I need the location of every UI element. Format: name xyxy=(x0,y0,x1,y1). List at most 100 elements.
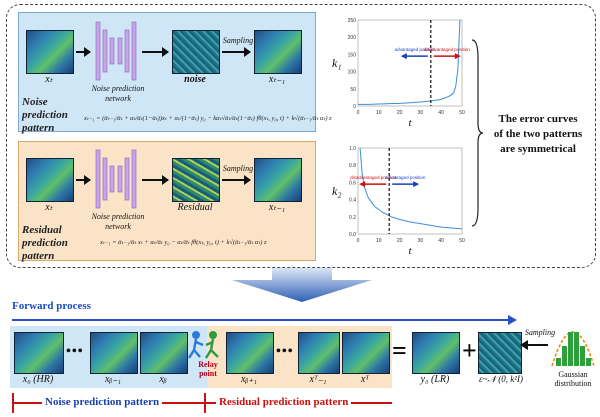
xt-image-noise xyxy=(26,30,74,74)
xt1-image-resid xyxy=(254,158,302,202)
x-tick-label: 0 xyxy=(357,110,360,116)
brace-icon xyxy=(471,39,484,227)
relay-line-1: Relay xyxy=(198,360,218,369)
x-tick-label: 40 xyxy=(438,238,444,244)
symmetry-text: The error curves of the two patterns are… xyxy=(484,112,592,157)
symmetry-line-1: The error curves xyxy=(498,113,578,125)
epsilon-noise-image xyxy=(478,332,522,374)
residual-label: Residual xyxy=(177,202,213,213)
epsilon-label: ε~𝒩 (0, k²I) xyxy=(479,374,523,384)
xb-plus-label: xᵦ₊₁ xyxy=(240,374,258,385)
resid-pattern-name-3: pattern xyxy=(22,250,55,262)
network-label-noise-1: Noise prediction xyxy=(91,84,145,93)
y-tick-label: 50 xyxy=(350,87,356,93)
y-tick-label: 0 xyxy=(353,104,356,110)
x-axis-label: t xyxy=(408,245,412,257)
y-tick-label: 1.0 xyxy=(349,146,356,152)
noise-image xyxy=(172,30,220,74)
sampling-label-resid: Sampling xyxy=(222,164,254,173)
right-arrow-head xyxy=(413,181,420,188)
y-axis-label: k₁ xyxy=(332,56,342,70)
y-tick-label: 0.0 xyxy=(349,232,356,238)
arrow-1 xyxy=(76,47,91,57)
xb-plus-image xyxy=(226,332,274,374)
arrow-4 xyxy=(76,175,91,185)
residual-image xyxy=(172,158,220,202)
noise-pattern-name-3: pattern xyxy=(22,122,55,134)
left-annotation: advantaged position xyxy=(395,47,436,52)
network-label-resid-1: Noise prediction xyxy=(91,212,145,221)
noise-formula: xₜ₋₁ = (ᾱₜ₋₁/ᾱₜ + αₜ/ᾱₜ(1−ᾱₜ))xₜ + αₜ/(1… xyxy=(84,115,332,122)
bracket-mid xyxy=(204,393,206,413)
y-axis-label: k₂ xyxy=(332,184,342,198)
resid-pattern-name-1: Residual xyxy=(22,224,62,236)
right-annotation: advantaged position xyxy=(385,175,426,180)
y-tick-label: 0.4 xyxy=(349,198,356,204)
network-icon-noise xyxy=(95,21,137,81)
forward-arrow-head xyxy=(508,315,517,325)
pattern-divider-line xyxy=(12,402,392,404)
forward-arrow xyxy=(12,319,512,321)
equals-sign: = xyxy=(392,336,407,365)
gaussian-label-2: distribution xyxy=(554,379,592,388)
xb1-image xyxy=(90,332,138,374)
x-tick-label: 30 xyxy=(418,238,424,244)
y-tick-label: 0.2 xyxy=(349,215,356,221)
x0-image xyxy=(14,332,64,374)
x-tick-label: 10 xyxy=(376,110,382,116)
resid-pattern-name: Residual prediction pattern xyxy=(22,224,86,263)
gaussian-label-1: Gaussian xyxy=(558,370,588,379)
symmetry-line-3: are symmetrical xyxy=(500,143,576,155)
y-tick-label: 150 xyxy=(348,52,357,58)
noise-pattern-name-1: Noise xyxy=(22,96,48,108)
plot-frame xyxy=(357,19,463,107)
y0-image xyxy=(412,332,460,374)
y0-label: y₀ (LR) xyxy=(420,374,450,385)
x-tick-label: 40 xyxy=(438,110,444,116)
gaussian-histogram-icon xyxy=(551,331,595,367)
sampling-label-bottom: Sampling xyxy=(524,328,556,337)
sampling-label-noise: Sampling xyxy=(222,36,254,45)
dots-1: ••• xyxy=(66,344,84,359)
xt1-label-noise: xₜ₋₁ xyxy=(268,74,286,85)
left-arrow-head xyxy=(359,181,366,188)
arrow-3 xyxy=(222,47,251,57)
y-tick-label: 0.6 xyxy=(349,180,356,186)
x-tick-label: 50 xyxy=(459,238,465,244)
forward-process-label: Forward process xyxy=(12,300,91,312)
resid-pattern-bottom-label: Residual prediction pattern xyxy=(216,396,352,408)
noise-pattern-name-2: prediction xyxy=(22,109,68,121)
right-annotation: disadvantaged position xyxy=(424,47,470,52)
left-arrow-head xyxy=(400,53,407,60)
xb1-label: xᵦ₋₁ xyxy=(104,374,122,385)
relay-runners-icon xyxy=(187,331,219,359)
xT-image xyxy=(342,332,390,374)
network-label-resid-2: network xyxy=(105,222,131,231)
arrow-5 xyxy=(142,175,169,185)
x-tick-label: 0 xyxy=(357,238,360,244)
xb-label: xᵦ xyxy=(159,374,167,385)
xt-label-resid: xₜ xyxy=(45,202,53,213)
top-panel xyxy=(6,4,596,268)
x-tick-label: 30 xyxy=(418,110,424,116)
down-arrow-icon xyxy=(232,268,372,302)
relay-point-label: Relay point xyxy=(190,360,226,378)
x-tick-label: 10 xyxy=(376,238,382,244)
dots-2: ••• xyxy=(276,344,294,359)
noise-pattern-name: Noise prediction pattern xyxy=(22,96,82,135)
x-tick-label: 20 xyxy=(397,238,403,244)
noise-label: noise xyxy=(184,74,206,85)
x0-label: x₀ (HR) xyxy=(22,374,54,385)
xt1-label-resid: xₜ₋₁ xyxy=(268,202,286,213)
symmetry-line-2: of the two patterns xyxy=(493,128,583,140)
sampling-arrow xyxy=(526,344,548,346)
network-icon-resid xyxy=(95,149,137,209)
y-tick-label: 100 xyxy=(348,70,357,76)
x-tick-label: 20 xyxy=(397,110,403,116)
xT1-image xyxy=(298,332,340,374)
right-arrow-head xyxy=(454,53,461,60)
network-label-noise-2: network xyxy=(105,94,131,103)
relay-line-2: point xyxy=(199,369,217,378)
